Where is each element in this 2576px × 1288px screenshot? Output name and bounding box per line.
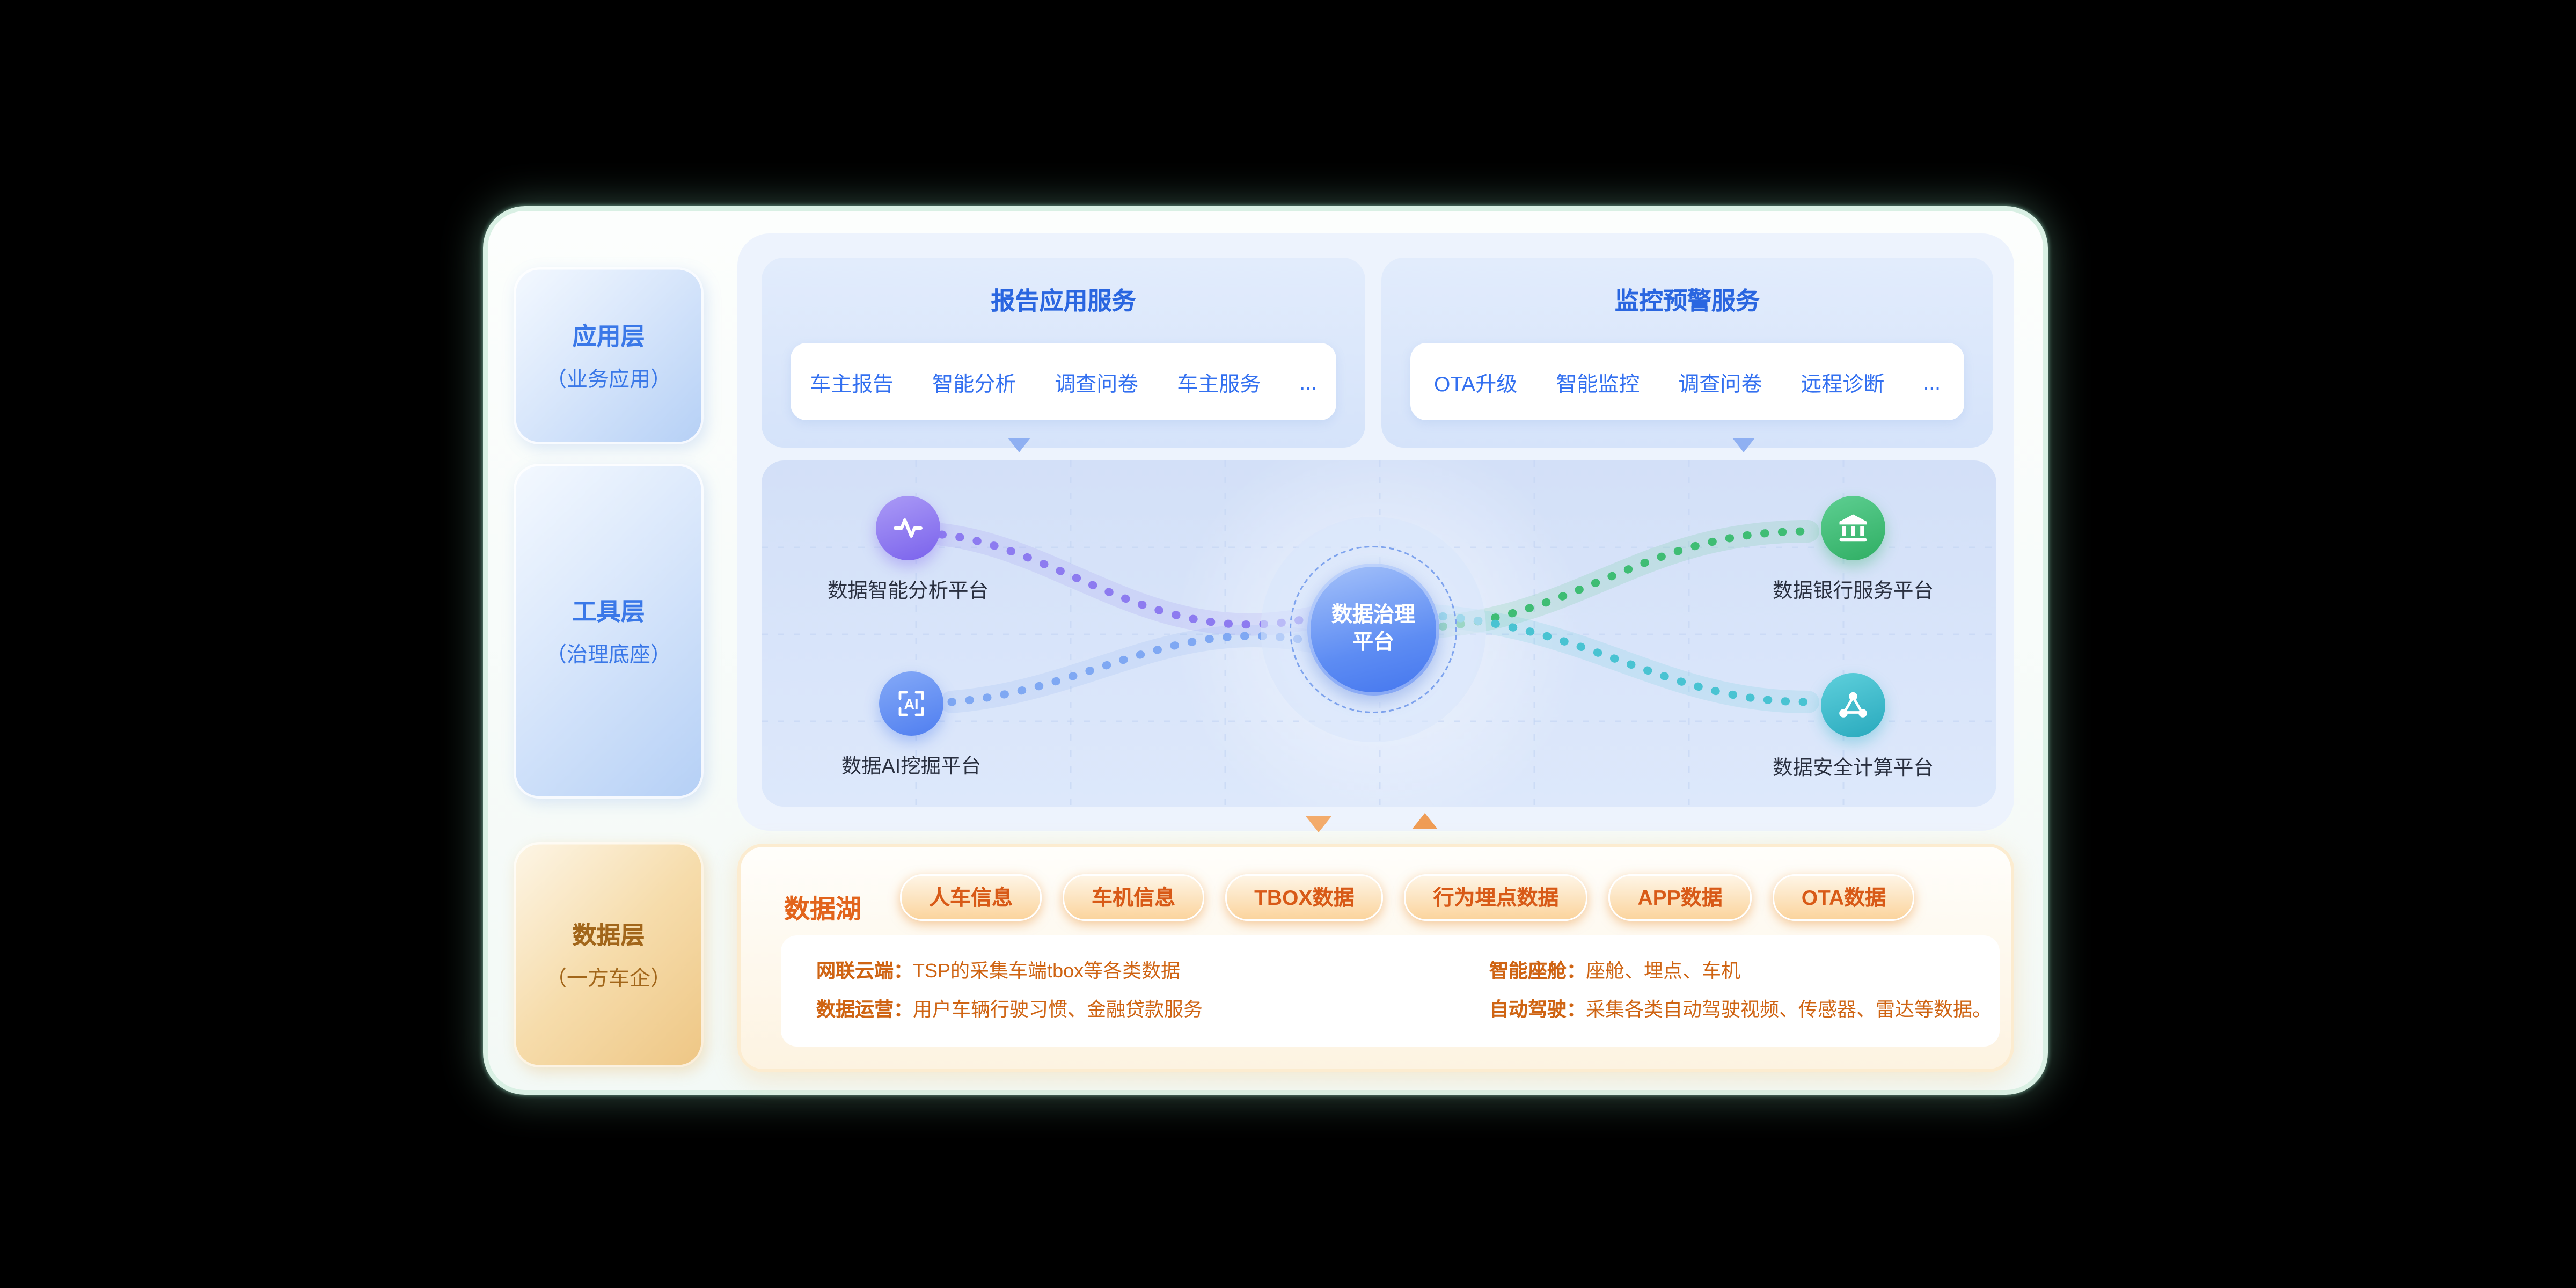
monitor-item: 调查问卷 [1678, 371, 1762, 396]
detail-line: 智能座舱：座舱、埋点、车机 [1489, 952, 1992, 990]
svg-text:AI: AI [904, 697, 919, 713]
governance-map: 数据治理 平台 数据智能分析平台 AI 数据AI挖掘平台 数据银行服务平台 [762, 460, 1996, 807]
report-item: 智能分析 [932, 371, 1016, 396]
layer-data-box: 数据层 （一方车企） [514, 842, 704, 1067]
layer-data-subtitle: （一方车企） [545, 966, 671, 990]
layer-app-box: 应用层 （业务应用） [514, 267, 704, 444]
monitor-item-more: ... [1923, 369, 1941, 394]
layer-app-subtitle: （业务应用） [545, 367, 671, 391]
connection-curves [931, 520, 1819, 713]
layer-tool-title: 工具层 [572, 599, 645, 626]
monitor-service-title: 监控预警服务 [1614, 288, 1760, 316]
tag-pill: 人车信息 [900, 874, 1042, 921]
bank-icon [1821, 496, 1885, 560]
ai-icon: AI [879, 671, 943, 736]
data-lake-panel: 数据湖 人车信息 车机信息 TBOX数据 行为埋点数据 APP数据 OTA数据 … [737, 844, 2014, 1072]
hub-label-line2: 平台 [1352, 630, 1394, 654]
detail-text: TSP的采集车端tbox等各类数据 [913, 960, 1181, 982]
arrow-down-icon [1008, 438, 1030, 452]
arrow-down-icon [1732, 438, 1755, 452]
details-left-column: 网联云端：TSP的采集车端tbox等各类数据 数据运营：用户车辆行驶习惯、金融贷… [816, 952, 1489, 1046]
network-icon [1821, 673, 1885, 737]
detail-label: 数据运营： [816, 998, 913, 1021]
hub-dashed-ring [1290, 546, 1457, 713]
node-label-bank: 数据银行服务平台 [1772, 580, 1934, 602]
layer-data-title: 数据层 [572, 923, 645, 950]
monitor-service-items: OTA升级 智能监控 调查问卷 远程诊断 ... [1410, 343, 1964, 420]
detail-label: 自动驾驶： [1489, 998, 1586, 1021]
node-label-ai: 数据AI挖掘平台 [841, 755, 982, 778]
monitor-item: 智能监控 [1556, 371, 1640, 396]
monitor-item: 远程诊断 [1801, 371, 1885, 396]
node-label-analysis: 数据智能分析平台 [827, 580, 989, 602]
monitor-service-box: 监控预警服务 OTA升级 智能监控 调查问卷 远程诊断 ... [1381, 258, 1993, 448]
report-service-items: 车主报告 智能分析 调查问卷 车主服务 ... [791, 343, 1336, 420]
hub-label-line1: 数据治理 [1331, 602, 1415, 627]
arrow-up-icon [1412, 813, 1438, 829]
layer-tool-subtitle: （治理底座） [545, 642, 671, 667]
report-item: 车主报告 [810, 371, 894, 396]
architecture-panel: 应用层 （业务应用） 工具层 （治理底座） 数据层 （一方车企） 报告应用服务 … [483, 206, 2048, 1095]
service-area: 报告应用服务 车主报告 智能分析 调查问卷 车主服务 ... 监控预警服务 OT… [737, 233, 2014, 831]
monitor-item: OTA升级 [1434, 371, 1518, 396]
node-label-secure: 数据安全计算平台 [1772, 757, 1934, 779]
detail-line: 网联云端：TSP的采集车端tbox等各类数据 [816, 952, 1489, 990]
report-item: 调查问卷 [1055, 371, 1139, 396]
detail-text: 采集各类自动驾驶视频、传感器、雷达等数据。 [1586, 998, 1992, 1021]
tag-pill: TBOX数据 [1225, 874, 1384, 921]
layer-app-title: 应用层 [572, 324, 645, 351]
governance-hub: 数据治理 平台 [1307, 564, 1439, 696]
detail-label: 网联云端： [816, 960, 913, 982]
tag-pill: APP数据 [1608, 874, 1752, 921]
detail-text: 座舱、埋点、车机 [1586, 960, 1741, 982]
report-service-box: 报告应用服务 车主报告 智能分析 调查问卷 车主服务 ... [762, 258, 1365, 448]
data-lake-tags: 人车信息 车机信息 TBOX数据 行为埋点数据 APP数据 OTA数据 [900, 874, 1915, 921]
tag-pill: OTA数据 [1772, 874, 1915, 921]
data-lake-title: 数据湖 [784, 897, 862, 924]
detail-text: 用户车辆行驶习惯、金融贷款服务 [913, 998, 1203, 1021]
report-item: 车主服务 [1177, 371, 1261, 396]
tag-pill: 车机信息 [1063, 874, 1205, 921]
layer-tool-box: 工具层 （治理底座） [514, 464, 704, 799]
arrow-down-icon [1306, 816, 1331, 832]
report-item-more: ... [1299, 369, 1317, 394]
pulse-icon [876, 496, 940, 560]
tag-pill: 行为埋点数据 [1404, 874, 1588, 921]
detail-line: 数据运营：用户车辆行驶习惯、金融贷款服务 [816, 990, 1489, 1029]
details-right-column: 智能座舱：座舱、埋点、车机 自动驾驶：采集各类自动驾驶视频、传感器、雷达等数据。 [1489, 952, 1992, 1046]
data-lake-details: 网联云端：TSP的采集车端tbox等各类数据 数据运营：用户车辆行驶习惯、金融贷… [781, 935, 2000, 1046]
detail-line: 自动驾驶：采集各类自动驾驶视频、传感器、雷达等数据。 [1489, 990, 1992, 1029]
detail-label: 智能座舱： [1489, 960, 1586, 982]
report-service-title: 报告应用服务 [991, 288, 1136, 316]
